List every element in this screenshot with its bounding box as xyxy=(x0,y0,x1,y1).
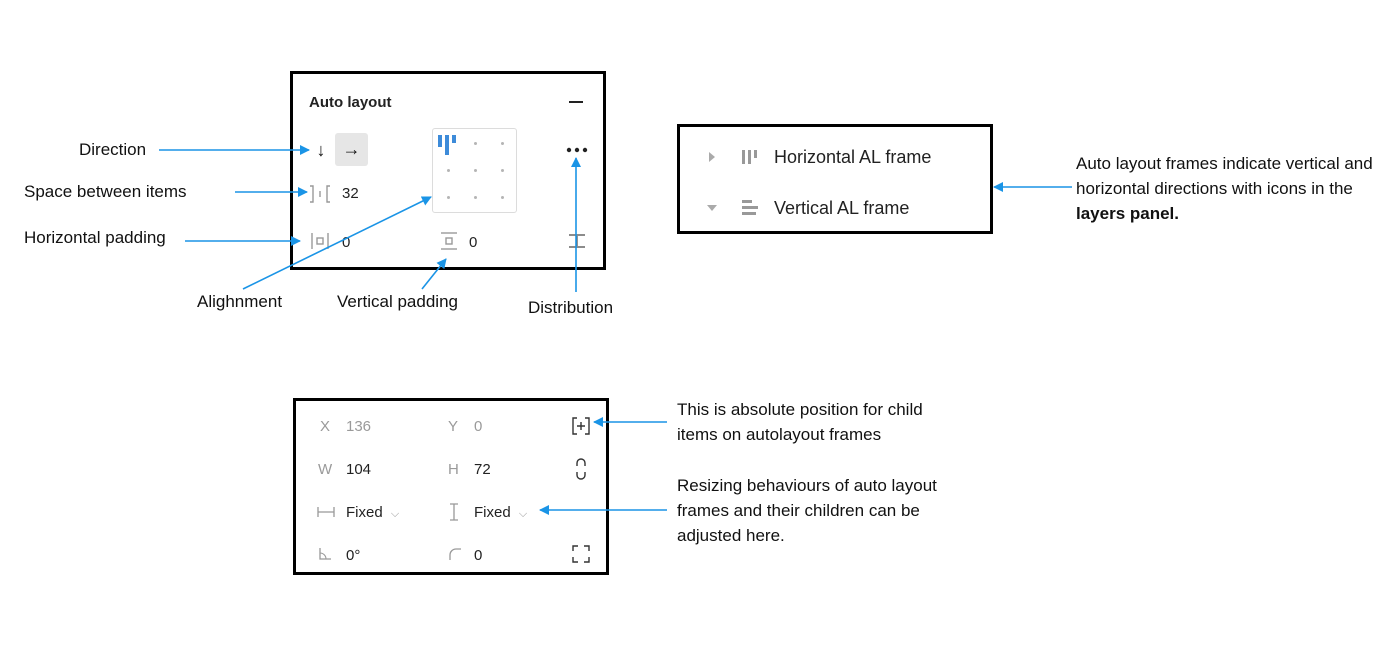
more-options-icon[interactable] xyxy=(566,146,590,154)
layer-item-vertical[interactable]: Vertical AL frame xyxy=(774,198,910,218)
label-horizontal-padding: Horizontal padding xyxy=(24,228,166,247)
width-resize-select[interactable]: Fixed ⌵ xyxy=(346,504,399,521)
resizing-icon[interactable] xyxy=(567,231,587,251)
alignment-dot[interactable] xyxy=(447,169,450,172)
direction-horizontal-button[interactable]: → xyxy=(335,133,368,166)
alignment-dot[interactable] xyxy=(501,196,504,199)
layer-item-horizontal[interactable]: Horizontal AL frame xyxy=(774,147,932,167)
alignment-dot[interactable] xyxy=(474,169,477,172)
alignment-dot[interactable] xyxy=(474,142,477,145)
rotation-icon xyxy=(319,548,331,560)
y-value[interactable]: 0 xyxy=(474,418,483,435)
rotation-value[interactable]: 0° xyxy=(346,547,361,564)
label-direction: Direction xyxy=(79,140,147,159)
horizontal-padding-icon xyxy=(311,233,329,249)
corner-radius-value[interactable]: 0 xyxy=(474,547,483,564)
height-resize-select[interactable]: Fixed ⌵ xyxy=(474,504,527,521)
chevron-down-icon: ⌵ xyxy=(390,508,400,520)
auto-layout-panel: Auto layout ↓ → 32 0 0 xyxy=(290,71,606,270)
height-resize-icon xyxy=(450,503,458,521)
alignment-grid[interactable] xyxy=(432,128,517,213)
width-resize-icon xyxy=(317,507,335,517)
height-resize-value: Fixed xyxy=(474,504,511,521)
h-value[interactable]: 72 xyxy=(474,461,491,478)
collapse-arrow-icon[interactable] xyxy=(707,205,717,211)
constrain-proportions-icon[interactable] xyxy=(575,458,587,480)
w-label: W xyxy=(318,461,333,478)
direction-vertical-button[interactable]: ↓ xyxy=(316,140,326,160)
width-resize-value: Fixed xyxy=(346,504,383,521)
x-value[interactable]: 136 xyxy=(346,418,372,435)
label-vertical-padding: Vertical padding xyxy=(337,292,458,311)
layers-panel: Horizontal AL frame Vertical AL frame xyxy=(677,124,993,234)
independent-corners-icon[interactable] xyxy=(572,545,590,563)
label-space-between: Space between items xyxy=(24,182,187,201)
label-alignment: Alighnment xyxy=(197,292,283,311)
alignment-dot[interactable] xyxy=(501,169,504,172)
layers-note-bold: layers panel. xyxy=(1076,204,1180,223)
properties-panel: X 136 Y 0 W 104 H 72 Fixed ⌵ Fixed ⌵ 0° … xyxy=(293,398,609,575)
layers-note: Auto layout frames indicate vertical and… xyxy=(1076,151,1376,226)
alignment-selected-icon xyxy=(438,135,456,155)
alignment-dot[interactable] xyxy=(447,196,450,199)
horizontal-al-frame-icon xyxy=(742,150,757,164)
h-label: H xyxy=(448,461,459,478)
horizontal-padding-value[interactable]: 0 xyxy=(342,234,351,251)
label-distribution: Distribution xyxy=(528,298,614,317)
alignment-dot[interactable] xyxy=(501,142,504,145)
expand-arrow-icon[interactable] xyxy=(709,152,715,162)
auto-layout-title: Auto layout xyxy=(309,94,392,111)
vertical-padding-value[interactable]: 0 xyxy=(469,234,478,251)
w-value[interactable]: 104 xyxy=(346,461,372,478)
alignment-dot[interactable] xyxy=(474,196,477,199)
layers-note-text: Auto layout frames indicate vertical and… xyxy=(1076,154,1373,198)
vertical-al-frame-icon xyxy=(742,200,758,215)
x-label: X xyxy=(320,418,331,435)
absolute-position-note: This is absolute position for child item… xyxy=(677,400,923,444)
spacing-value[interactable]: 32 xyxy=(342,185,359,202)
spacing-icon xyxy=(310,185,330,203)
y-label: Y xyxy=(448,418,459,435)
collapse-icon[interactable] xyxy=(569,101,583,103)
vertical-padding-icon xyxy=(441,232,457,250)
corner-radius-icon xyxy=(449,548,461,560)
absolute-position-icon[interactable] xyxy=(571,416,591,436)
chevron-down-icon: ⌵ xyxy=(518,508,528,520)
resizing-note: Resizing behaviours of auto layout frame… xyxy=(677,476,937,545)
